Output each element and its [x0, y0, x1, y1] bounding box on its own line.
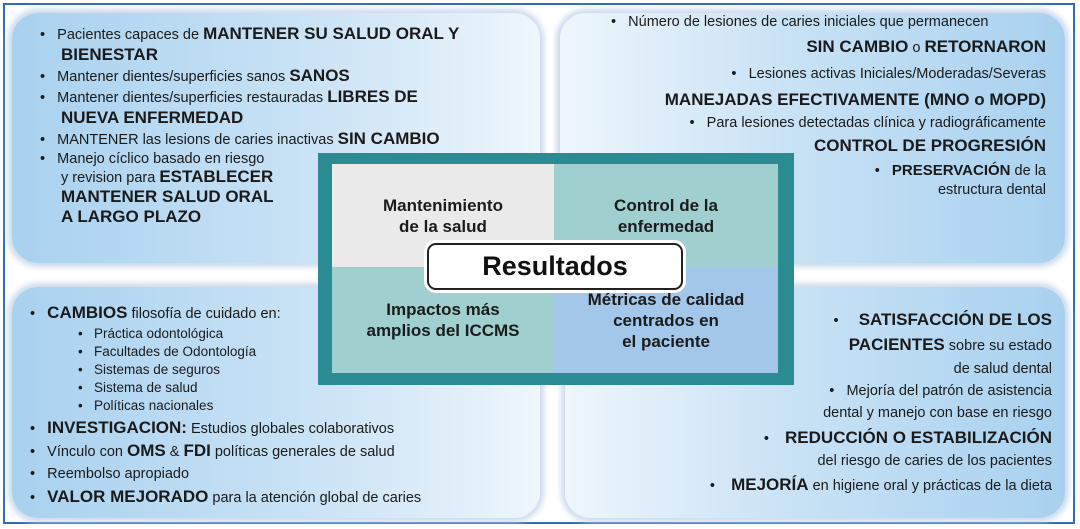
bl-line-1: • CAMBIOS filosofía de cuidado en:	[30, 303, 281, 322]
bl-sub-1: • Práctica odontológica	[78, 326, 224, 341]
br-line-5: dental y manejo con base en riesgo	[823, 405, 1052, 421]
br-line-2: PACIENTES sobre su estado	[848, 335, 1052, 354]
br-line-7: del riesgo de caries de los pacientes	[817, 453, 1052, 469]
tr-line-6: CONTROL DE PROGRESIÓN	[813, 136, 1046, 155]
center-title: Resultados	[427, 243, 683, 290]
diagram-frame	[3, 3, 1075, 524]
tl-line-5: NUEVA ENFERMEDAD	[61, 108, 244, 127]
tr-line-2: SIN CAMBIO o RETORNARON	[806, 37, 1046, 56]
tl-line-6: • MANTENER las lesions de caries inactiv…	[40, 129, 440, 148]
br-line-1: • SATISFACCIÓN DE LOS	[833, 310, 1052, 329]
tl-line-1: • Pacientes capaces de MANTENER SU SALUD…	[40, 24, 460, 43]
bl-sub-3: • Sistemas de seguros	[78, 362, 221, 377]
br-line-8: • MEJORÍA en higiene oral y prácticas de…	[709, 475, 1052, 494]
bl-sub-4: • Sistema de salud	[78, 380, 198, 395]
tr-line-7: • PRESERVACIÓN de la	[874, 162, 1046, 179]
br-line-6: • REDUCCIÓN O ESTABILIZACIÓN	[763, 428, 1052, 447]
bl-line-5: • VALOR MEJORADO para la atención global…	[30, 487, 422, 506]
bl-line-3: • Vínculo con OMS & FDI políticas genera…	[30, 441, 395, 460]
bl-line-4: • Reembolso apropiado	[30, 466, 190, 482]
tr-line-1: • Número de lesiones de caries iniciales…	[611, 14, 989, 30]
tl-line-4: • Mantener dientes/superficies restaurad…	[40, 87, 418, 106]
tl-line-3: • Mantener dientes/superficies sanos SAN…	[40, 66, 350, 85]
br-line-3: de salud dental	[953, 361, 1052, 377]
tr-line-4: MANEJADAS EFECTIVAMENTE (MNO o MOPD)	[664, 90, 1046, 109]
tl-line-2: BIENESTAR	[61, 45, 158, 64]
bl-sub-5: • Políticas nacionales	[78, 398, 214, 413]
tl-line-9: MANTENER SALUD ORAL	[61, 187, 274, 206]
tl-line-7: • Manejo cíclico basado en riesgo	[40, 151, 265, 167]
tl-line-10: A LARGO PLAZO	[61, 207, 202, 226]
br-line-4: • Mejoría del patrón de asistencia	[829, 383, 1052, 399]
bl-sub-2: • Facultades de Odontología	[78, 344, 257, 359]
tr-line-8: estructura dental	[937, 182, 1046, 198]
bl-line-2: • INVESTIGACION: Estudios globales colab…	[30, 418, 395, 437]
tr-line-3: • Lesiones activas Iniciales/Moderadas/S…	[731, 66, 1046, 82]
tl-line-8: y revision para ESTABLECER	[61, 167, 274, 186]
tr-line-5: • Para lesiones detectadas clínica y rad…	[689, 115, 1047, 131]
